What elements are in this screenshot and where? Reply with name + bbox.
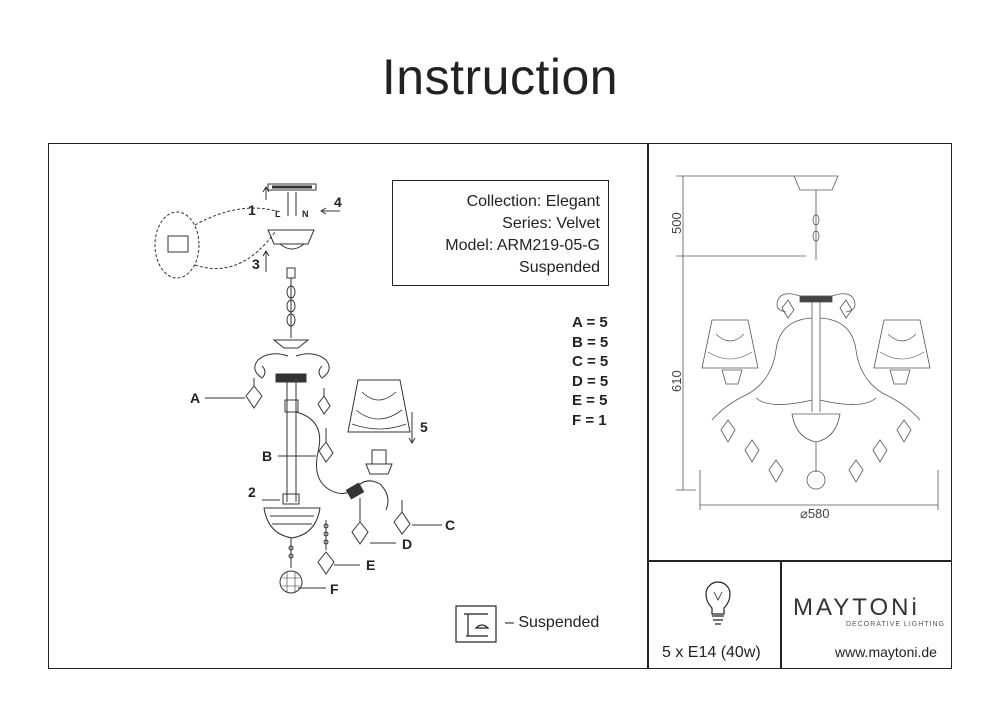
label-c: C [445,517,455,533]
divider-horizontal [647,560,952,562]
parts-item: C = 5 [572,353,609,370]
dimension-diameter: ⌀580 [800,506,830,521]
bulb-spec-text: 5 x E14 (40w) [662,644,761,661]
parts-item: B = 5 [572,333,609,351]
parts-item: A = 5 [572,314,608,331]
label-d: D [402,536,412,552]
divider-footer [780,560,782,669]
step-2-label: 2 [248,484,256,500]
collection-text: Collection: Elegant [466,193,600,210]
type-text: Suspended [519,259,600,276]
series-text: Series: Velvet [502,215,600,232]
parts-list: A = 5 B = 5 C = 5 D = 5 E = 5 F = 1 [572,313,608,430]
wire-n-label: N [302,209,309,219]
parts-item: D = 5 [572,372,609,390]
label-a: A [190,390,200,406]
dimension-drawing [676,175,939,510]
label-e: E [366,557,375,573]
step-4-label: 4 [334,194,342,210]
step-5-label: 5 [420,419,428,435]
parts-item: F = 1 [572,411,607,429]
bulb-icon [705,581,731,625]
instruction-frame [48,143,952,669]
model-text: Model: ARM219-05-G [445,237,600,254]
website-link[interactable]: www.maytoni.de [835,644,937,660]
page-title: Instruction [381,49,619,105]
step-1-label: 1 [248,202,256,218]
parts-item: E = 5 [572,392,608,409]
divider-vertical [647,143,649,669]
suspended-mount-icon [455,605,497,643]
step-3-label: 3 [252,256,260,272]
brand-logo-text: MAYTONi [793,594,920,621]
brand-tagline: DECORATIVE LIGHTING [846,621,945,628]
mount-legend-text: – Suspended [505,614,600,631]
dimension-height: 610 [669,370,684,392]
label-f: F [330,581,339,597]
wire-l-label: L [275,209,281,219]
label-b: B [262,448,272,464]
product-info-box: Collection: Elegant Series: Velvet Model… [392,180,609,286]
dimension-top: 500 [669,212,684,234]
